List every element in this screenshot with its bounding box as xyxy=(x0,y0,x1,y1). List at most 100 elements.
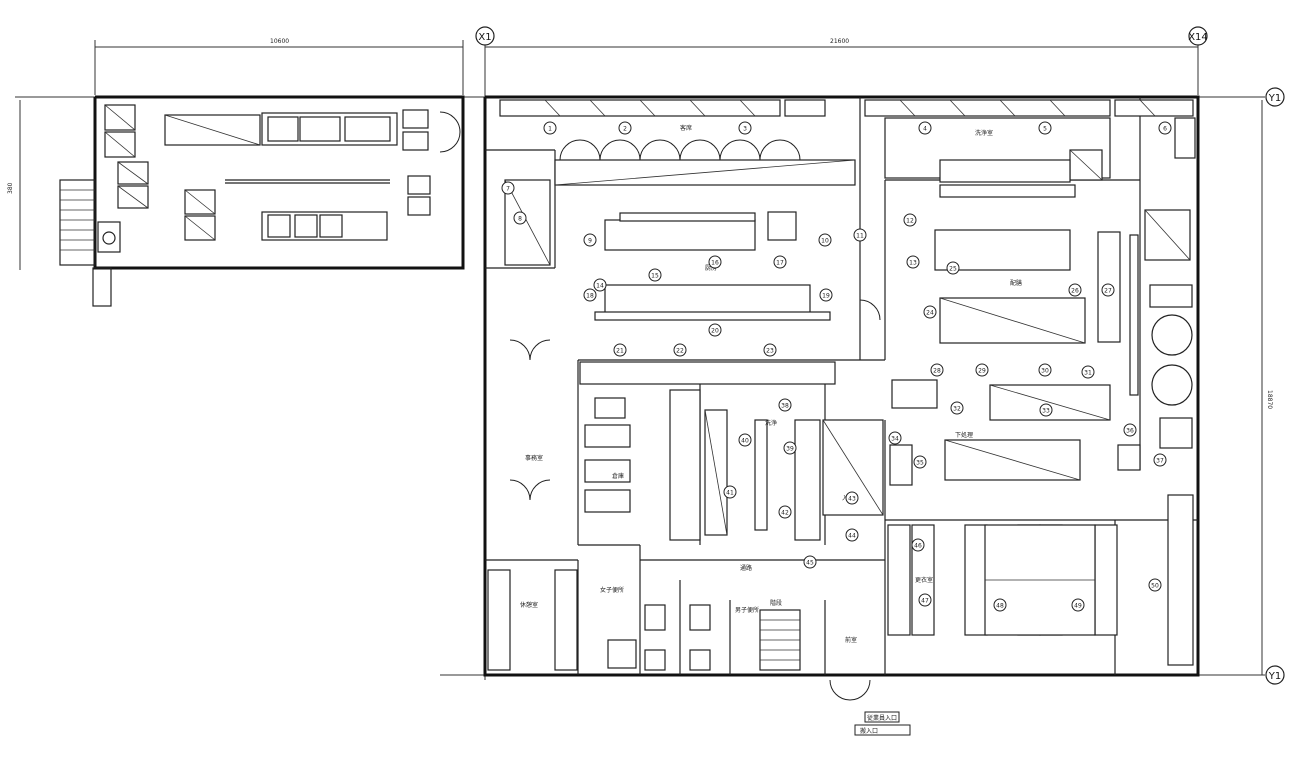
equipment-tag-number: 26 xyxy=(1071,288,1079,295)
equipment-tag-circle xyxy=(1123,423,1137,437)
room-label-locker: 更衣室 xyxy=(915,576,933,584)
equipment-tag-number: 10 xyxy=(821,238,829,245)
room-label-lounge: 休憩室 xyxy=(520,601,538,609)
equipment-tag-number: 36 xyxy=(1126,428,1134,435)
room-label-storage: 倉庫 xyxy=(612,472,624,480)
equipment-tag-number: 38 xyxy=(781,403,789,410)
equipment-tag-number: 44 xyxy=(848,533,856,540)
equipment-tag-number: 28 xyxy=(933,368,941,375)
equipment-tag-number: 5 xyxy=(1043,126,1047,133)
equipment-tag-circle xyxy=(543,121,557,135)
equipment-tag-number: 15 xyxy=(651,273,659,280)
equipment-tag-number: 18 xyxy=(586,293,594,300)
equipment-tag-number: 25 xyxy=(949,266,957,273)
locker-rows xyxy=(887,494,1194,666)
equipment-tag-circle xyxy=(708,255,722,269)
equipment-tag-circle xyxy=(593,278,607,292)
doors xyxy=(509,299,881,701)
dimension-top-right: 21600 xyxy=(830,38,849,45)
room-label-hall: 客席 xyxy=(680,124,692,132)
room-label-wc-m: 男子便所 xyxy=(735,606,759,614)
equipment-tag-number: 13 xyxy=(909,260,917,267)
equipment-tag-number: 23 xyxy=(766,348,774,355)
room-label-kitchen: 厨房 xyxy=(705,264,717,272)
equipment-tag-circle xyxy=(888,431,902,445)
equipment-tag-number: 14 xyxy=(596,283,604,290)
equipment-tag-circle xyxy=(918,593,932,607)
equipment-tag-circle xyxy=(1148,578,1162,592)
equipment-tag-number: 30 xyxy=(1041,368,1049,375)
equipment-tag-number: 4 xyxy=(923,126,927,133)
equipment-tag-circle xyxy=(773,255,787,269)
equipment-tag-number: 43 xyxy=(848,496,856,503)
equipment-tag-circle xyxy=(1068,283,1082,297)
equipment-tag-number: 11 xyxy=(856,233,864,240)
room-label-stair: 階段 xyxy=(770,599,782,607)
equipment-tag-circle xyxy=(583,288,597,302)
room-label-pantry: 下処理 xyxy=(955,431,973,439)
axis-y1-top-label: Y1 xyxy=(1268,93,1281,104)
equipment-tag-number: 17 xyxy=(776,260,784,267)
room-label-wc-f: 女子便所 xyxy=(600,586,624,594)
equipment-tag-circle xyxy=(913,455,927,469)
equipment-tag-circle xyxy=(708,323,722,337)
equipment-tag-circle xyxy=(763,343,777,357)
equipment-tag-circle xyxy=(783,441,797,455)
equipment-tag-circle xyxy=(618,121,632,135)
equipment-tag-number: 1 xyxy=(548,126,552,133)
serving-counters xyxy=(579,361,884,541)
equipment-tag-number: 6 xyxy=(1163,126,1167,133)
equipment-tag-number: 21 xyxy=(616,348,624,355)
equipment-tag-circle xyxy=(1039,403,1053,417)
equipment-tag-number: 24 xyxy=(926,310,934,317)
entrance-caption-line1: 従業員入口 xyxy=(867,714,897,722)
equipment-tag-number: 27 xyxy=(1104,288,1112,295)
room-label-corridor: 通路 xyxy=(740,564,752,572)
equipment-tag-number: 42 xyxy=(781,510,789,517)
equipment-tag-number: 50 xyxy=(1151,583,1159,590)
equipment-tag-number: 37 xyxy=(1156,458,1164,465)
left-wing-equipment xyxy=(97,104,461,253)
equipment-tag-circle xyxy=(778,505,792,519)
equipment-tag-number: 33 xyxy=(1042,408,1050,415)
equipment-tag-circle xyxy=(738,433,752,447)
equipment-tag-circle xyxy=(738,121,752,135)
equipment-tag-number: 31 xyxy=(1084,370,1092,377)
equipment-tag-circle xyxy=(648,268,662,282)
entrance-caption: 従業員入口 搬入口 xyxy=(854,711,911,736)
equipment-tag-number: 49 xyxy=(1074,603,1082,610)
room-label-vest: 前室 xyxy=(845,636,857,644)
equipment-tag-circle xyxy=(845,491,859,505)
equipment-tag-circle xyxy=(1038,121,1052,135)
equipment-tag-circle xyxy=(1038,363,1052,377)
equipment-tag-circle xyxy=(819,288,833,302)
equipment-tag-number: 3 xyxy=(743,126,747,133)
equipment-tag-circle xyxy=(1158,121,1172,135)
equipment-tag-number: 32 xyxy=(953,406,961,413)
equipment-tag-number: 16 xyxy=(711,260,719,267)
equipment-tag-number: 12 xyxy=(906,218,914,225)
room-labels: 客席 洗浄室 厨房 配膳 洗浄 事務室 倉庫 更衣室 通路 階段 女子便所 休憩… xyxy=(520,124,1022,644)
dimension-right: 18870 xyxy=(1266,390,1273,409)
equipment-tag-number: 35 xyxy=(916,460,924,467)
equipment-tag-number: 41 xyxy=(726,490,734,497)
equipment-tag-number: 19 xyxy=(822,293,830,300)
equipment-tag-circle xyxy=(778,398,792,412)
room-label-bar: 配膳 xyxy=(1010,279,1022,287)
equipment-tag-circle xyxy=(853,228,867,242)
axis-markers: X1 X14 Y1 Y1 xyxy=(475,26,1285,685)
equipment-tag-circle xyxy=(1071,598,1085,612)
equipment-tag-circle xyxy=(1101,283,1115,297)
bottom-left-rooms xyxy=(487,569,801,671)
equipment-tag-circle xyxy=(906,255,920,269)
equipment-tag-circle xyxy=(613,343,627,357)
dimension-top-left: 10600 xyxy=(270,38,289,45)
equipment-tag-number: 48 xyxy=(996,603,1004,610)
axis-y1-bottom-label: Y1 xyxy=(1268,671,1281,682)
room-label-dish: 洗浄 xyxy=(765,419,777,427)
equipment-tag-number: 39 xyxy=(786,446,794,453)
room-label-office: 事務室 xyxy=(525,454,543,462)
exterior-stair xyxy=(59,179,96,266)
exterior-walls xyxy=(59,95,1200,677)
